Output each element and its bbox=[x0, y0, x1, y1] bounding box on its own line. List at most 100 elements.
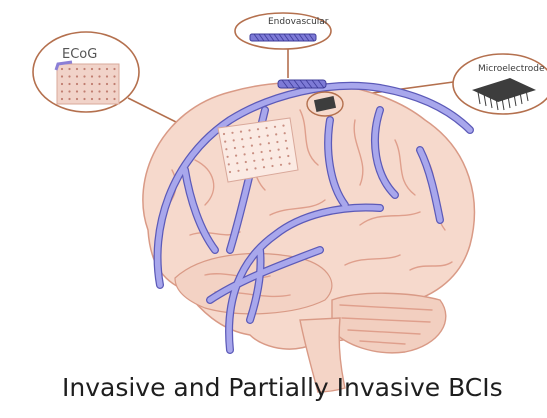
electrode-dot bbox=[274, 126, 276, 128]
electrode-dot bbox=[61, 83, 63, 85]
electrode-dot bbox=[242, 146, 244, 148]
electrode-dot bbox=[113, 98, 115, 100]
electrode-dot bbox=[251, 145, 253, 147]
electrode-dot bbox=[268, 142, 270, 144]
electrode-dot bbox=[258, 136, 260, 138]
electrode-dot bbox=[269, 150, 271, 152]
electrode-dot bbox=[231, 132, 233, 134]
electrode-dot bbox=[61, 75, 63, 77]
electrode-dot bbox=[263, 166, 265, 168]
electrode-dot bbox=[61, 98, 63, 100]
electrode-dot bbox=[98, 75, 100, 77]
electrode-dot bbox=[244, 153, 246, 155]
electrode-dot bbox=[225, 148, 227, 150]
page-title: Invasive and Partially Invasive BCIs bbox=[62, 373, 503, 402]
endovascular-stent-on-brain bbox=[278, 80, 326, 88]
electrode-dot bbox=[113, 68, 115, 70]
electrode-dot bbox=[224, 141, 226, 143]
electrode-dot bbox=[68, 68, 70, 70]
electrode-dot bbox=[288, 163, 290, 165]
electrode-dot bbox=[228, 163, 230, 165]
electrode-dot bbox=[271, 165, 273, 167]
electrode-dot bbox=[286, 147, 288, 149]
electrode-dot bbox=[241, 138, 243, 140]
electrode-dot bbox=[98, 98, 100, 100]
electrode-dot bbox=[113, 90, 115, 92]
electrode-dot bbox=[240, 131, 242, 133]
electrode-dot bbox=[83, 75, 85, 77]
brain bbox=[143, 82, 474, 392]
microelectrode-callout: Microelectrode bbox=[453, 54, 547, 114]
electrode-dot bbox=[91, 68, 93, 70]
electrode-dot bbox=[106, 83, 108, 85]
electrode-dot bbox=[91, 75, 93, 77]
ecog-label: ECoG bbox=[62, 47, 97, 62]
electrode-dot bbox=[235, 155, 237, 157]
electrode-dot bbox=[270, 157, 272, 159]
electrode-dot bbox=[76, 90, 78, 92]
electrode-dot bbox=[61, 90, 63, 92]
electrode-dot bbox=[254, 167, 256, 169]
electrode-dot bbox=[259, 143, 261, 145]
electrode-dot bbox=[237, 170, 239, 172]
electrode-dot bbox=[265, 127, 267, 129]
microelectrode-label: Microelectrode bbox=[478, 64, 545, 74]
electrode-dot bbox=[91, 90, 93, 92]
electrode-dot bbox=[252, 152, 254, 154]
electrode-dot bbox=[223, 133, 225, 135]
electrode-dot bbox=[278, 149, 280, 151]
electrode-dot bbox=[91, 98, 93, 100]
electrode-dot bbox=[76, 98, 78, 100]
electrode-dot bbox=[83, 90, 85, 92]
electrode-dot bbox=[236, 162, 238, 164]
electrode-dot bbox=[98, 83, 100, 85]
electrode-dot bbox=[287, 155, 289, 157]
electrode-dot bbox=[91, 83, 93, 85]
electrode-dot bbox=[113, 83, 115, 85]
electrode-dot bbox=[282, 125, 284, 127]
electrode-dot bbox=[253, 160, 255, 162]
electrode-dot bbox=[275, 133, 277, 135]
endovascular-callout: Endovascular bbox=[235, 13, 331, 49]
electrode-dot bbox=[106, 90, 108, 92]
electrode-dot bbox=[267, 135, 269, 137]
electrode-dot bbox=[246, 169, 248, 171]
cerebellum bbox=[332, 293, 446, 353]
electrode-dot bbox=[76, 68, 78, 70]
electrode-dot bbox=[76, 75, 78, 77]
electrode-dot bbox=[98, 90, 100, 92]
electrode-dot bbox=[262, 159, 264, 161]
electrode-dot bbox=[98, 68, 100, 70]
electrode-dot bbox=[61, 68, 63, 70]
electrode-dot bbox=[234, 147, 236, 149]
electrode-dot bbox=[248, 129, 250, 131]
electrode-dot bbox=[68, 90, 70, 92]
electrode-dot bbox=[229, 171, 231, 173]
electrode-dot bbox=[76, 83, 78, 85]
electrode-dot bbox=[68, 75, 70, 77]
electrode-dot bbox=[68, 98, 70, 100]
electrode-dot bbox=[250, 137, 252, 139]
electrode-dot bbox=[106, 98, 108, 100]
electrode-dot bbox=[257, 128, 259, 130]
electrode-dot bbox=[83, 98, 85, 100]
electrode-dot bbox=[261, 151, 263, 153]
electrode-dot bbox=[279, 156, 281, 158]
electrode-dot bbox=[245, 161, 247, 163]
electrode-dot bbox=[106, 75, 108, 77]
electrode-dot bbox=[276, 141, 278, 143]
electrode-dot bbox=[106, 68, 108, 70]
electrode-dot bbox=[68, 83, 70, 85]
ecog-grid-on-brain bbox=[218, 118, 298, 182]
electrode-dot bbox=[280, 164, 282, 166]
electrode-dot bbox=[83, 83, 85, 85]
endovascular-label: Endovascular bbox=[268, 17, 329, 27]
electrode-dot bbox=[113, 75, 115, 77]
ecog-callout: ECoG bbox=[33, 32, 139, 112]
electrode-dot bbox=[284, 132, 286, 134]
electrode-dot bbox=[285, 140, 287, 142]
electrode-dot bbox=[227, 156, 229, 158]
electrode-dot bbox=[83, 68, 85, 70]
